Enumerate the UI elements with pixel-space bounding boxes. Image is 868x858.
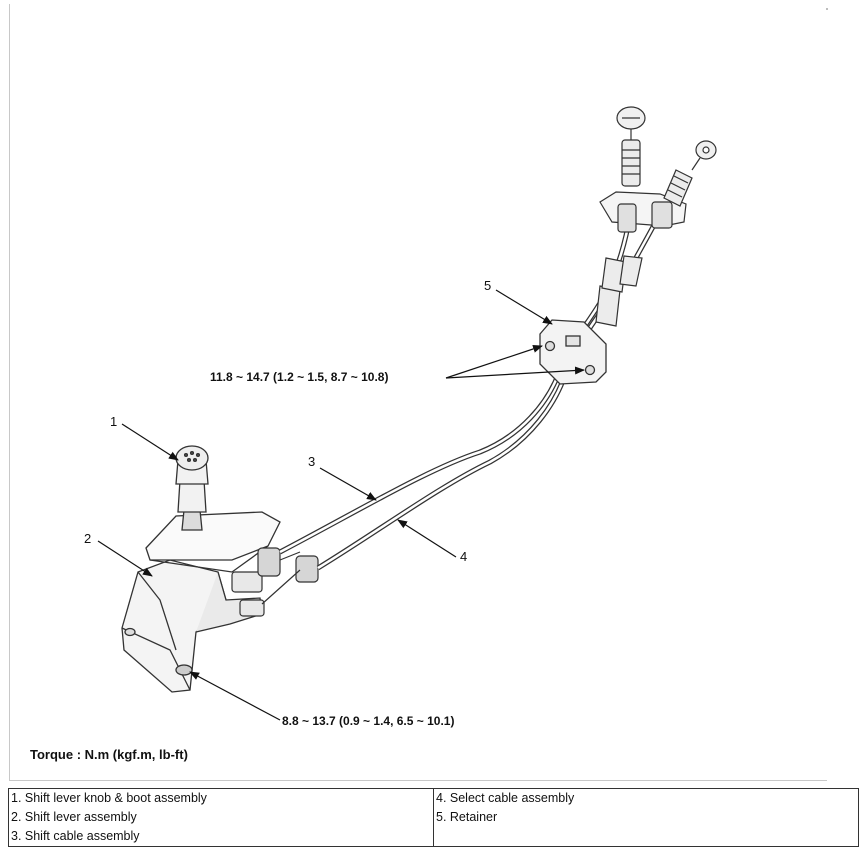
legend-item: 5. Retainer bbox=[436, 810, 498, 824]
torque-spec-base: 8.8 ~ 13.7 (0.9 ~ 1.4, 6.5 ~ 10.1) bbox=[282, 714, 455, 728]
legend-column-left: 1. Shift lever knob & boot assembly 2. S… bbox=[8, 788, 434, 847]
parts-legend-table: 1. Shift lever knob & boot assembly 2. S… bbox=[8, 788, 859, 847]
select-cable-end bbox=[663, 140, 717, 207]
frame-border-left bbox=[9, 4, 10, 781]
legend-item: 4. Select cable assembly bbox=[436, 791, 575, 805]
shift-knob bbox=[175, 445, 209, 531]
cable-sleeves bbox=[595, 255, 643, 327]
shift-mechanism-drawing bbox=[97, 106, 717, 721]
frame-corner-mark bbox=[826, 8, 828, 10]
torque-spec-retainer: 11.8 ~ 14.7 (1.2 ~ 1.5, 8.7 ~ 10.8) bbox=[210, 370, 389, 384]
shift-lever-housing bbox=[121, 559, 263, 693]
callout-number-1: 1 bbox=[110, 414, 118, 429]
shift-cable-end bbox=[616, 106, 646, 187]
callout-number-2: 2 bbox=[84, 531, 92, 546]
callout-number-4: 4 bbox=[460, 549, 468, 564]
frame-border-bottom bbox=[9, 780, 827, 781]
callout-number-5: 5 bbox=[484, 278, 492, 293]
legend-item: 1. Shift lever knob & boot assembly bbox=[11, 791, 207, 805]
upper-bracket bbox=[599, 191, 687, 233]
legend-item: 3. Shift cable assembly bbox=[11, 829, 140, 843]
leader-lines bbox=[97, 289, 585, 721]
legend-item: 2. Shift lever assembly bbox=[11, 810, 137, 824]
torque-unit-label: Torque : N.m (kgf.m, lb-ft) bbox=[30, 747, 188, 762]
retainer-bracket bbox=[539, 319, 607, 385]
lever-linkage bbox=[231, 547, 319, 617]
legend-column-right: 4. Select cable assembly 5. Retainer bbox=[433, 788, 859, 847]
callout-number-3: 3 bbox=[308, 454, 316, 469]
